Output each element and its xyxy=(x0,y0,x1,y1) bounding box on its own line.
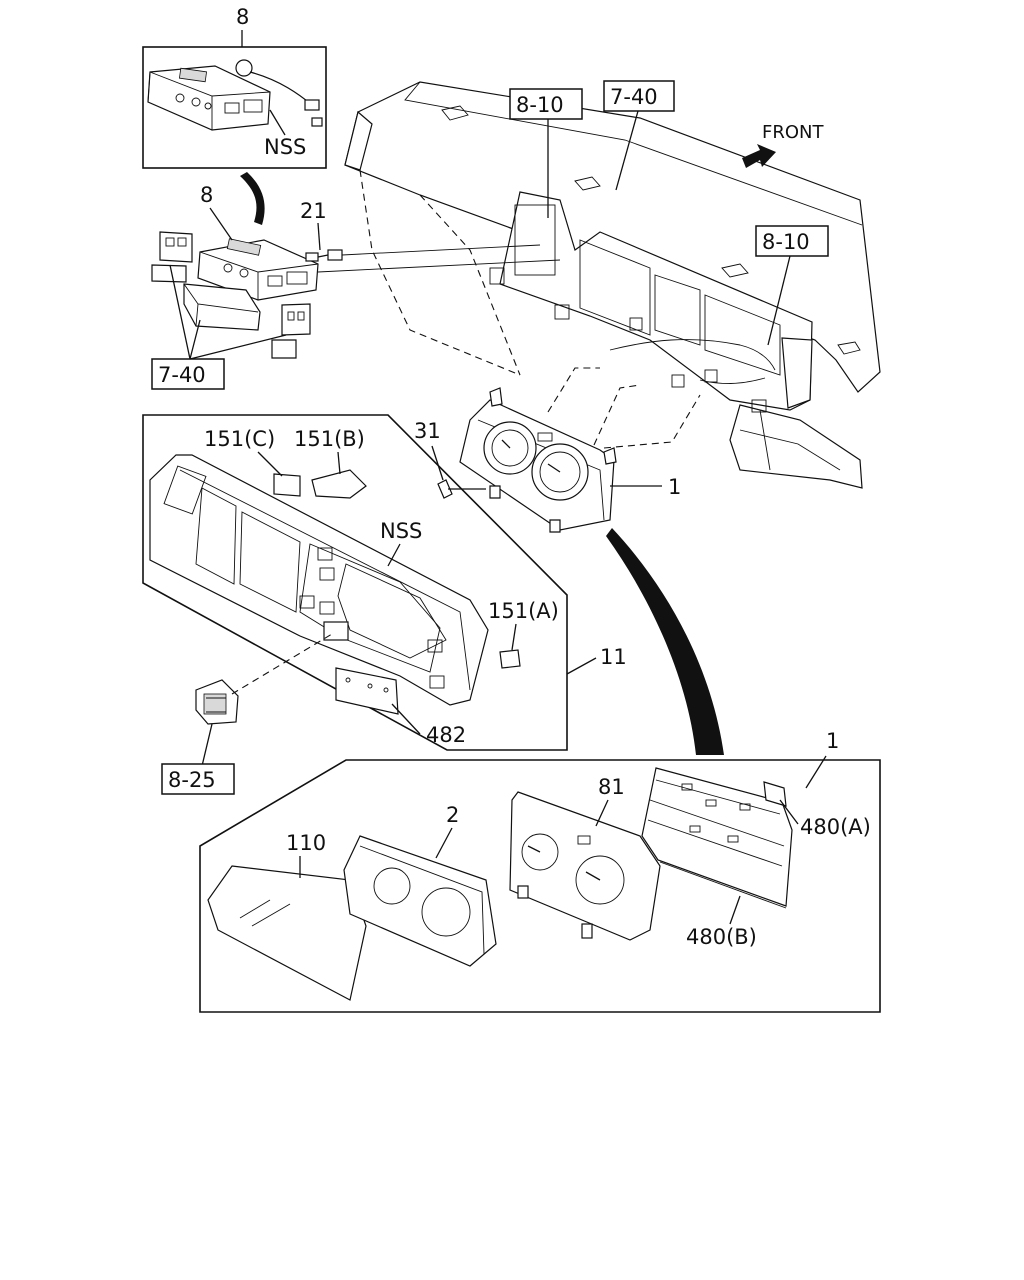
label-part-8-mid: 8 xyxy=(200,183,213,207)
label-part-8-top: 8 xyxy=(236,5,249,29)
label-ref-7-40-left: 7-40 xyxy=(158,363,206,387)
label-part-31: 31 xyxy=(414,419,441,443)
label-part-482: 482 xyxy=(426,723,466,747)
cluster-assembly xyxy=(459,367,701,533)
label-part-151c: 151(C) xyxy=(204,427,275,451)
cluster-detail-inset xyxy=(199,759,881,1013)
front-arrow-icon xyxy=(742,144,776,168)
label-ref-7-40-top: 7-40 xyxy=(610,85,658,109)
label-part-1-cluster: 1 xyxy=(668,475,681,499)
label-part-480a: 480(A) xyxy=(800,815,871,839)
label-ref-8-10-right: 8-10 xyxy=(762,230,810,254)
label-front: FRONT xyxy=(762,122,824,143)
switch-8-25 xyxy=(195,633,333,725)
ref-box-8-10-right[interactable] xyxy=(755,225,829,257)
label-part-81: 81 xyxy=(598,775,625,799)
radio-brackets xyxy=(151,231,311,359)
ref-box-8-25[interactable] xyxy=(161,763,235,795)
radio-unit xyxy=(197,238,561,301)
label-part-21: 21 xyxy=(300,199,327,223)
label-part-11: 11 xyxy=(600,645,627,669)
label-part-480b: 480(B) xyxy=(686,925,757,949)
label-part-151a: 151(A) xyxy=(488,599,559,623)
label-part-151b: 151(B) xyxy=(294,427,365,451)
label-part-1-detail: 1 xyxy=(826,729,839,753)
panel-inset xyxy=(142,414,568,751)
ref-box-7-40-top[interactable] xyxy=(603,80,675,112)
label-nss-panel: NSS xyxy=(380,519,422,543)
radio-inset xyxy=(142,46,327,169)
label-part-110: 110 xyxy=(286,831,326,855)
label-nss-top: NSS xyxy=(264,135,306,159)
curved-arrow-cluster xyxy=(606,528,724,755)
ref-box-7-40-left[interactable] xyxy=(151,358,225,390)
label-ref-8-25: 8-25 xyxy=(168,768,216,792)
curved-arrow-radio xyxy=(240,172,265,225)
label-part-2: 2 xyxy=(446,803,459,827)
label-ref-8-10-top: 8-10 xyxy=(516,93,564,117)
screw-31 xyxy=(437,479,486,499)
ref-box-8-10-top[interactable] xyxy=(509,88,583,120)
